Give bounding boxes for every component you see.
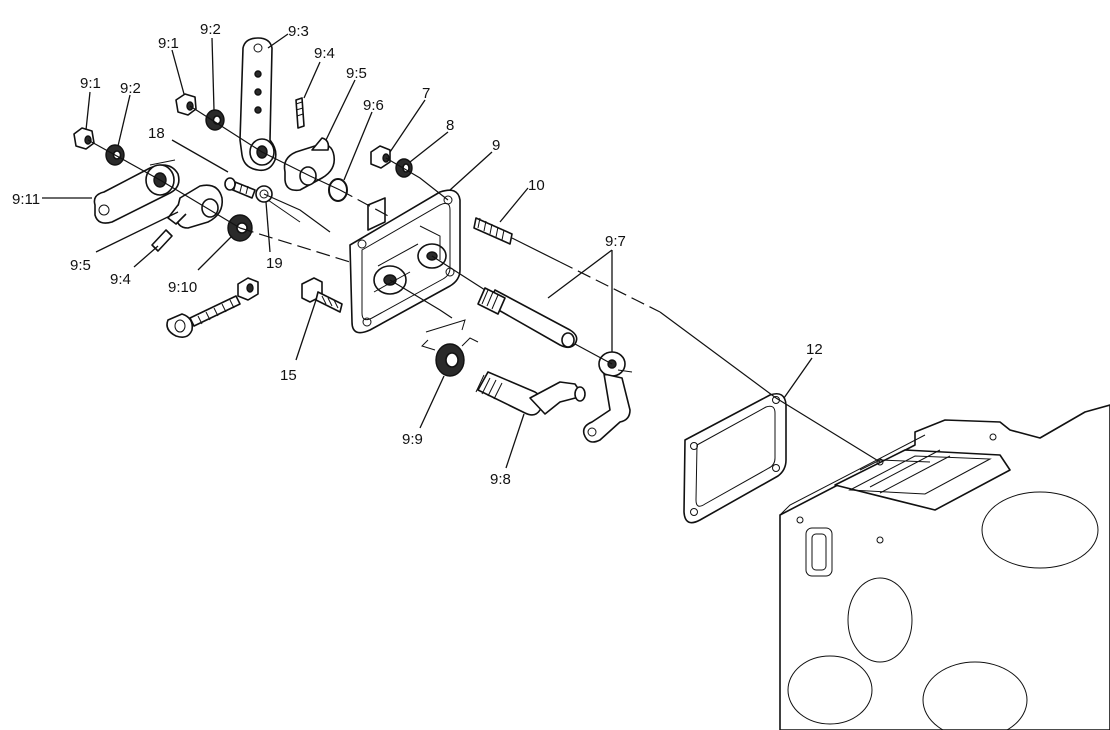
label-9-5: 9:5 xyxy=(70,257,91,274)
label-9-4: 9:4 xyxy=(314,45,335,62)
washer-9-2-top xyxy=(205,109,225,131)
nut-9-1-left xyxy=(73,127,95,150)
lever-9-7 xyxy=(582,351,633,443)
clamp-9-5-top xyxy=(283,137,336,192)
label-9-9: 9:9 xyxy=(402,431,423,448)
label-18: 18 xyxy=(148,125,165,142)
spring-9-9 xyxy=(421,319,479,377)
nut-9-1-top xyxy=(175,93,197,116)
label-9-6: 9:6 xyxy=(363,97,384,114)
pin-9-4-top xyxy=(295,97,305,129)
label-9-7: 9:7 xyxy=(605,233,626,250)
label-9-11: 9:11 xyxy=(12,191,40,208)
bolt-18 xyxy=(224,177,256,199)
label-9-2: 9:2 xyxy=(200,21,221,38)
nut-7 xyxy=(370,145,391,169)
label-15: 15 xyxy=(280,367,297,384)
stud-10 xyxy=(473,217,513,245)
oring-9-6 xyxy=(328,178,348,202)
label-12: 12 xyxy=(806,341,823,358)
lever-9-3 xyxy=(239,37,277,172)
label-10: 10 xyxy=(528,177,545,194)
shaft-9-8 xyxy=(475,371,586,416)
engine-block xyxy=(779,404,1110,730)
label-9-4: 9:4 xyxy=(110,271,131,288)
lever-9-11 xyxy=(93,159,180,224)
label-9-1: 9:1 xyxy=(80,75,101,92)
label-9-5: 9:5 xyxy=(346,65,367,82)
clamp-9-5-left xyxy=(167,184,224,229)
label-9-3: 9:3 xyxy=(288,23,309,40)
part-labels: 9:1 9:2 9:1 9:2 9:3 9:4 9:5 9:6 7 8 9 10… xyxy=(12,21,823,488)
label-9-8: 9:8 xyxy=(490,471,511,488)
label-19: 19 xyxy=(266,255,283,272)
pin-9-4-left xyxy=(151,229,173,252)
label-8: 8 xyxy=(446,117,454,134)
label-7: 7 xyxy=(422,85,430,102)
gasket xyxy=(683,392,787,524)
shaft-9-7 xyxy=(477,287,578,349)
screw-15 xyxy=(301,277,343,313)
leader-lines xyxy=(42,33,813,469)
label-9-10: 9:10 xyxy=(168,279,197,296)
label-9: 9 xyxy=(492,137,500,154)
adjusting-screw xyxy=(166,277,259,338)
label-9-2: 9:2 xyxy=(120,80,141,97)
assembly-axes xyxy=(87,105,881,463)
label-9-1: 9:1 xyxy=(158,35,179,52)
cover-plate xyxy=(349,189,461,334)
